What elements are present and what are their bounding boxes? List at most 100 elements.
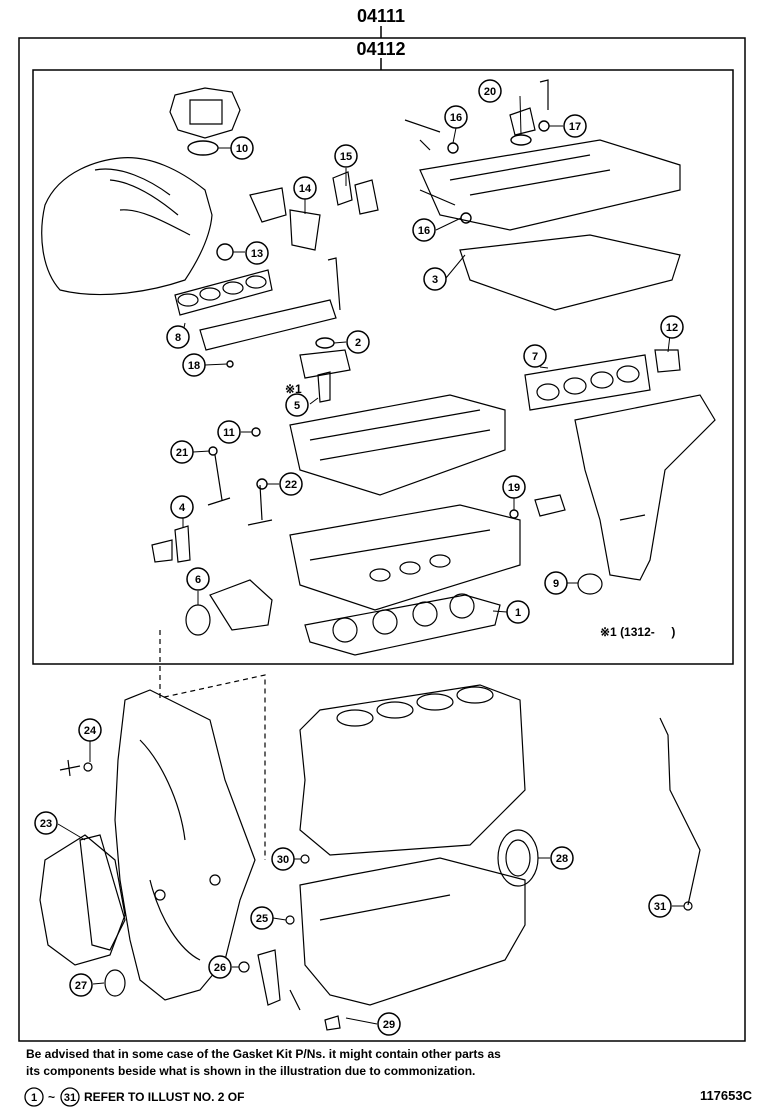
plug [257,949,301,1011]
throttle-body [169,87,241,139]
callout-label: 2 [355,337,361,349]
cylinder-block [299,684,526,856]
drain-plug [324,1015,341,1031]
callout-30: 30 [271,847,295,871]
callout-label: 7 [532,351,538,363]
callout-8: 8 [166,325,190,349]
water-pump-gasket [79,834,126,951]
callout-label: 6 [195,574,201,586]
callout-14: 14 [293,176,317,200]
timing-chain-cover [114,689,256,1001]
callout-3: 3 [423,267,447,291]
callout-2: 2 [346,330,370,354]
callout-label: 14 [299,183,312,195]
inner-kit-frame [32,69,734,665]
callout-17: 17 [563,114,587,138]
gasket-kit-note-line-2: its components beside what is shown in t… [26,1064,476,1078]
intake-manifold-gasket [174,269,273,316]
callout-24: 24 [78,718,102,742]
bracket [249,187,287,223]
callout-label: 3 [432,274,438,286]
reference-text: REFER TO ILLUST NO. 2 OF 2 [84,1090,244,1104]
oil-seal [185,604,211,636]
reference-from: 1 [31,1092,37,1104]
callout-26: 26 [208,955,232,979]
footnote-label: ※1 (1312- ) [600,625,675,639]
oil-seal [577,573,603,595]
intake-manifold [41,157,213,296]
callout-15: 15 [334,144,358,168]
callout-13: 13 [245,241,269,265]
reference-to: 31 [64,1092,76,1104]
callout-7: 7 [523,344,547,368]
callout-label: 21 [176,447,188,459]
callout-label: 11 [223,427,235,439]
callout-label: 29 [383,1019,395,1031]
callout-label: 5 [294,400,300,412]
callout-10: 10 [230,136,254,160]
callout-18: 18 [182,353,206,377]
callout-20: 20 [478,79,502,103]
dashed-leader [159,630,266,860]
callout-label: 26 [214,962,226,974]
callout-label: 12 [666,322,678,334]
callout-label: 30 [277,854,289,866]
callout-31: 31 [648,894,672,918]
callout-label: 9 [553,578,559,590]
footnote-marker: ※1 [285,382,302,396]
callout-label: 8 [175,332,181,344]
outer-kit-frame [18,37,746,1042]
oil-pan [299,857,526,1006]
callout-16: 16 [412,218,436,242]
callout-25: 25 [250,906,274,930]
illustration-code: 117653C [699,1088,752,1103]
sensor [534,494,566,517]
callout-label: 13 [251,248,263,260]
callout-label: 20 [484,86,496,98]
callout-21: 21 [170,440,194,464]
callout-4: 4 [170,495,194,519]
callout-29: 29 [377,1012,401,1036]
bracket [151,525,191,563]
oil-level-gauge [659,717,701,906]
sensor [509,79,549,136]
valve [207,454,231,506]
callout-label: 27 [75,980,87,992]
callout-label: 10 [236,143,248,155]
callout-27: 27 [69,973,93,997]
callout-5: 5 [285,393,309,417]
callout-label: 24 [84,725,97,737]
valve [247,484,273,526]
bracket [289,209,321,251]
sensor [419,189,456,206]
cylinder-head-gasket [304,594,501,656]
callout-label: 25 [256,913,268,925]
camshaft-housing [289,394,506,496]
water-inlet [209,579,273,631]
callout-label: 4 [179,502,186,514]
callout-1: 1 [506,600,530,624]
cylinder-head-cover [419,139,681,231]
water-pump [39,834,126,966]
oil-control-bracket [299,349,351,379]
sensor [404,119,441,151]
callout-label: 15 [340,151,352,163]
exhaust-manifold-gasket [524,354,651,411]
callout-16: 16 [444,105,468,129]
kit-number-outer: 04111 [357,6,405,26]
sensor [332,171,379,215]
callout-23: 23 [34,811,58,835]
callout-label: 23 [40,818,52,830]
callout-9: 9 [544,571,568,595]
callout-label: 16 [450,112,462,124]
bracket [654,349,681,373]
callout-6: 6 [186,567,210,591]
oil-seal [104,969,126,997]
kit-number-inner: 04112 [356,39,405,59]
callout-label: 31 [654,901,666,913]
fuel-rail [199,257,341,351]
callout-label: 17 [569,121,581,133]
bolt [59,759,81,777]
cylinder-head [289,504,521,611]
